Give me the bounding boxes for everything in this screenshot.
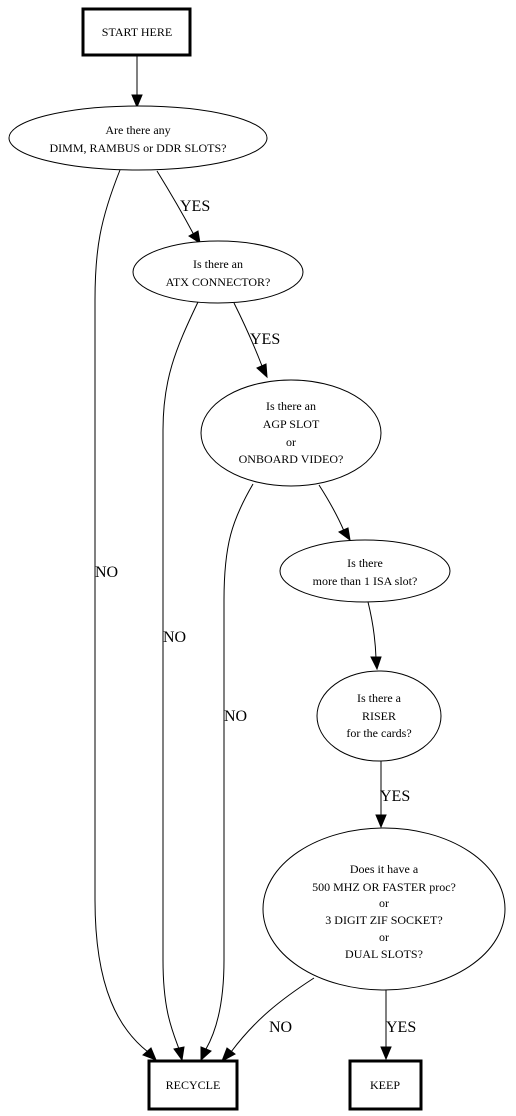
recycle-label: RECYCLE	[166, 1078, 221, 1092]
edge-label-proc-yes: YES	[386, 1019, 416, 1036]
node-keep: KEEP	[348, 1059, 423, 1111]
node-proc-question: Does it have a 500 MHZ OR FASTER proc? o…	[262, 827, 506, 991]
node-slots-question: Are there any DIMM, RAMBUS or DDR SLOTS?	[8, 105, 268, 171]
atx-ellipse	[132, 240, 304, 304]
edge-atx-to-agp	[233, 302, 263, 367]
edge-label-proc-no: NO	[269, 1019, 292, 1036]
node-start: START HERE	[81, 7, 192, 57]
arrow-agp-to-recycle	[200, 1046, 212, 1062]
edge-atx-to-recycle	[162, 301, 199, 1050]
start-box	[81, 7, 192, 57]
edge-label-agp-no: NO	[224, 708, 247, 725]
node-atx-question: Is there an ATX CONNECTOR?	[132, 240, 304, 304]
riser-line-1: Is there a	[357, 691, 402, 705]
proc-line-2: 500 MHZ OR FASTER proc?	[312, 880, 456, 894]
edge-agp-to-recycle	[205, 483, 254, 1050]
agp-line-1: Is there an	[266, 399, 316, 413]
edge-label-slots-yes: YES	[180, 198, 210, 215]
edge-label-atx-no: NO	[163, 629, 186, 646]
edge-slots-to-atx	[156, 170, 195, 236]
node-agp-question: Is there an AGP SLOT or ONBOARD VIDEO?	[200, 379, 382, 487]
riser-line-3: for the cards?	[346, 726, 411, 740]
isa-ellipse	[279, 539, 451, 603]
isa-line-2: more than 1 ISA slot?	[313, 574, 418, 588]
slots-ellipse	[8, 105, 268, 171]
arrow-atx-to-recycle	[173, 1046, 185, 1062]
edge-label-slots-no: NO	[95, 564, 118, 581]
proc-line-5: or	[379, 930, 389, 944]
agp-ellipse	[200, 379, 382, 487]
arrow-proc-to-recycle	[221, 1047, 236, 1063]
proc-ellipse	[262, 827, 506, 991]
proc-line-3: or	[379, 896, 389, 910]
edge-label-atx-yes: YES	[250, 331, 280, 348]
arrow-start-to-slots	[131, 94, 143, 109]
start-label: START HERE	[102, 25, 172, 39]
arrow-atx-to-agp	[256, 363, 268, 379]
arrow-slots-to-recycle	[142, 1047, 157, 1061]
recycle-box	[147, 1059, 239, 1111]
atx-line-1: Is there an	[193, 257, 243, 271]
edge-isa-to-riser	[367, 601, 377, 659]
keep-label: KEEP	[370, 1078, 400, 1092]
edge-proc-to-recycle	[230, 977, 315, 1053]
agp-line-4: ONBOARD VIDEO?	[239, 452, 344, 466]
slots-line-1: Are there any	[105, 123, 170, 137]
node-isa-question: Is there more than 1 ISA slot?	[279, 539, 451, 603]
agp-line-3: or	[286, 435, 296, 449]
proc-line-6: DUAL SLOTS?	[345, 947, 423, 961]
arrow-slots-to-atx	[188, 230, 201, 245]
isa-line-1: Is there	[347, 556, 383, 570]
edge-label-riser-yes: YES	[380, 788, 410, 805]
keep-box	[348, 1059, 423, 1111]
node-riser-question: Is there a RISER for the cards?	[316, 670, 442, 762]
atx-line-2: ATX CONNECTOR?	[166, 275, 271, 289]
arrow-agp-to-isa	[338, 527, 351, 542]
edge-slots-to-recycle	[94, 169, 149, 1053]
edge-agp-to-isa	[318, 484, 345, 532]
riser-ellipse	[316, 670, 442, 762]
node-recycle: RECYCLE	[147, 1059, 239, 1111]
slots-line-2: DIMM, RAMBUS or DDR SLOTS?	[49, 141, 226, 155]
agp-line-2: AGP SLOT	[263, 417, 320, 431]
proc-line-1: Does it have a	[350, 862, 419, 876]
riser-line-2: RISER	[362, 709, 396, 723]
arrow-riser-to-proc	[375, 814, 387, 829]
arrow-isa-to-riser	[370, 656, 382, 671]
proc-line-4: 3 DIGIT ZIF SOCKET?	[325, 913, 442, 927]
arrow-proc-to-keep	[380, 1046, 392, 1061]
